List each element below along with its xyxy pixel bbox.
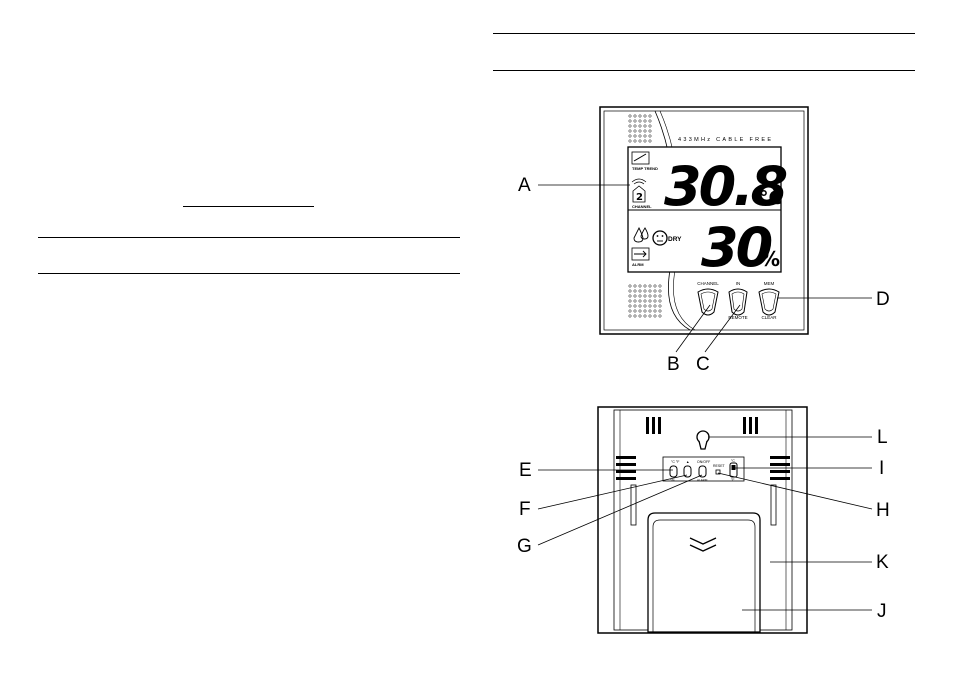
callout-e: E	[519, 460, 532, 481]
in-remote-button[interactable]	[728, 288, 748, 316]
temperature-unit: °C	[759, 187, 782, 209]
speaker-grille-bottom	[628, 284, 662, 318]
alarm-label: ALRM	[632, 262, 644, 267]
callout-g: G	[517, 536, 532, 557]
callout-d: D	[876, 289, 890, 310]
callout-k: K	[876, 552, 889, 573]
trend-label: TEMP TREND	[632, 166, 658, 171]
signal-wave-icon-2	[631, 178, 647, 183]
speaker-grille-top	[628, 114, 652, 143]
humidity-drop-icon	[633, 226, 644, 243]
leader-c	[704, 304, 741, 353]
callout-j: J	[877, 601, 887, 622]
in-button-label: IN	[736, 281, 741, 286]
callout-c: C	[696, 354, 710, 375]
trend-icon	[631, 151, 650, 165]
humidity-unit: %	[760, 247, 780, 271]
callout-f: F	[519, 499, 531, 520]
callout-b: B	[667, 354, 680, 375]
mem-clear-button[interactable]	[758, 288, 780, 316]
left-short-rule	[183, 206, 314, 207]
right-rule-top	[493, 33, 915, 34]
clear-button-label: CLEAR	[761, 315, 777, 320]
trend-arrow-icon	[633, 153, 647, 162]
comfort-label: DRY	[668, 236, 682, 243]
front-housing-inner	[603, 110, 805, 331]
humidity-readout: 30	[701, 216, 772, 279]
left-rule-bottom	[38, 273, 460, 274]
signal-wave-icon	[633, 181, 645, 185]
callout-i: I	[879, 458, 885, 479]
remote-button-label: REMOTE	[728, 315, 747, 320]
temperature-readout: 30.8	[664, 155, 787, 218]
channel-button-label: CHANNEL	[697, 281, 719, 286]
channel-lcd-label: CHANNEL	[632, 204, 652, 209]
callout-a: A	[518, 175, 531, 196]
mem-button-label: MEM	[764, 281, 775, 286]
channel-number: 2	[636, 192, 643, 203]
leader-b	[675, 304, 711, 353]
comfort-face-icon	[652, 230, 668, 246]
humidity-drop-icon-2	[640, 227, 649, 240]
channel-button[interactable]	[697, 288, 719, 316]
callout-h: H	[876, 500, 890, 521]
left-rule-top	[38, 237, 460, 238]
arrow-right-icon	[634, 250, 647, 258]
channel-house-icon	[632, 185, 646, 203]
front-header: 433MHz CABLE FREE	[678, 137, 773, 143]
right-rule-bottom	[493, 70, 915, 71]
callout-l: L	[877, 427, 888, 448]
alarm-icon	[631, 247, 650, 261]
